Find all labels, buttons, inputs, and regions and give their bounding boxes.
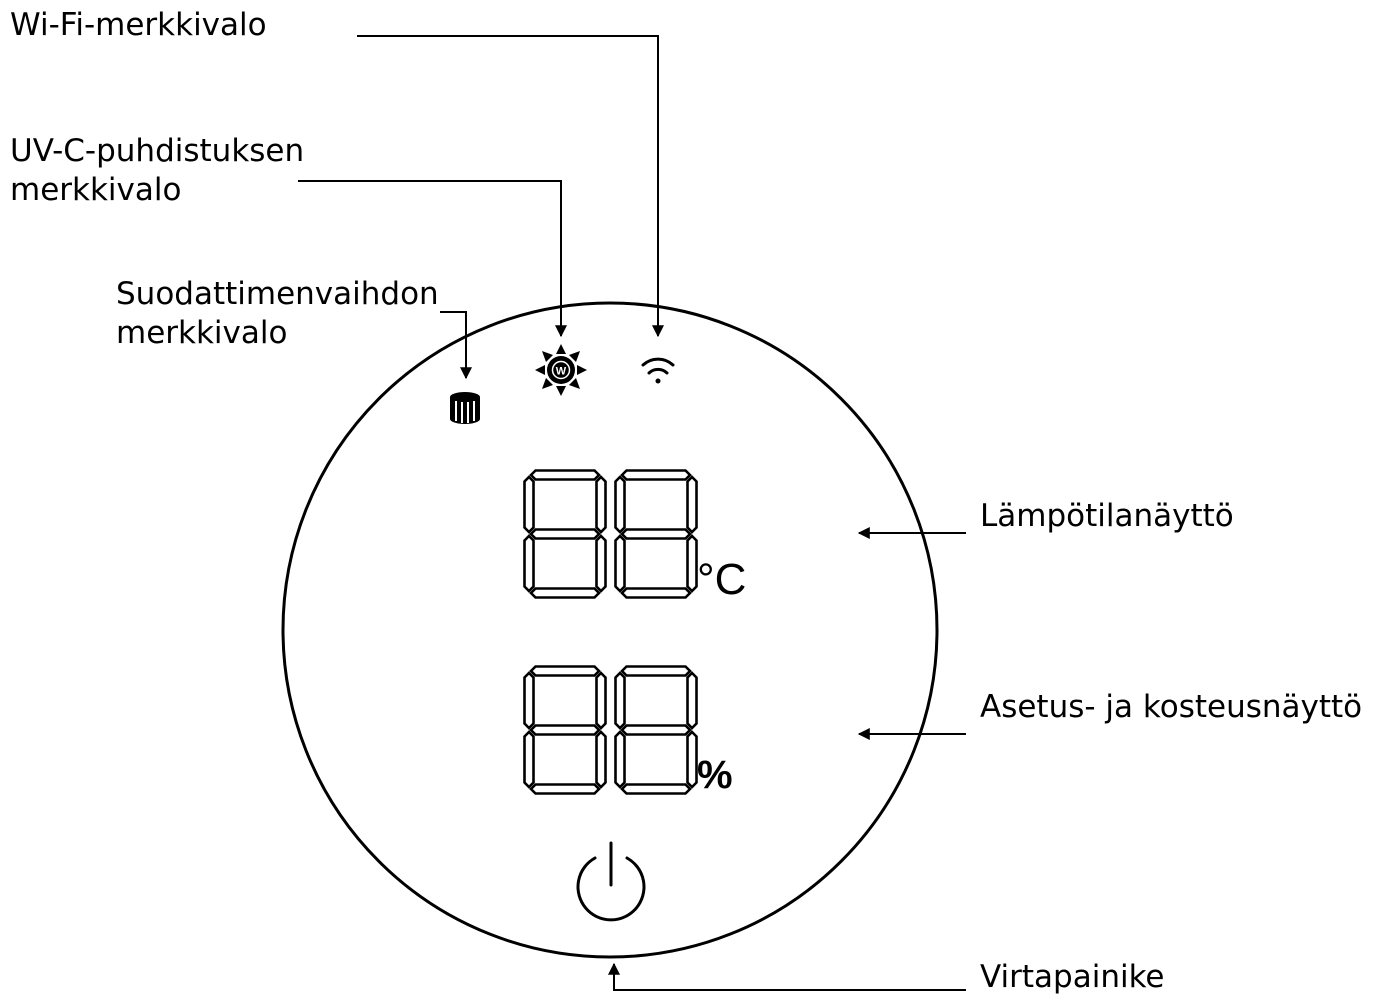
uvc-sun-icon: W — [535, 344, 587, 396]
filter-leader-arrow — [440, 311, 472, 380]
wifi-icon — [641, 357, 675, 384]
leader-lines — [298, 35, 966, 991]
digit-segment-d — [529, 783, 601, 795]
temperature-unit: °C — [697, 555, 746, 604]
filter-label-line2: merkkivalo — [116, 315, 288, 351]
filter-cylinder-icon — [450, 392, 480, 424]
uvc-leader-arrow — [298, 180, 567, 338]
digit-segment-e — [523, 730, 535, 789]
uvc-label-line1: UV-C-puhdistuksen — [10, 133, 305, 169]
power-leader-arrow — [608, 962, 966, 991]
temperature-label: Lämpötilanäyttö — [980, 497, 1234, 536]
digit-segment-b — [686, 671, 698, 730]
humidity-display — [523, 665, 698, 795]
digit-segment-f — [614, 671, 626, 730]
uvc-label-line2: merkkivalo — [10, 172, 182, 208]
digit-segment-e — [614, 730, 626, 789]
digit-segment-a — [620, 469, 692, 481]
digit-segment-c — [686, 534, 698, 593]
temperature-display — [523, 469, 698, 599]
digit-segment-b — [595, 475, 607, 534]
digit-segment-g — [529, 724, 601, 736]
setting-humidity-label: Asetus- ja kosteusnäyttö — [980, 688, 1362, 727]
seven-segment-digit — [614, 665, 698, 795]
wifi-label: Wi-Fi-merkkivalo — [10, 6, 267, 45]
digit-segment-e — [523, 534, 535, 593]
digit-segment-e — [614, 534, 626, 593]
setting-humidity-label-text: Asetus- ja kosteusnäyttö — [980, 689, 1363, 725]
digit-segment-d — [529, 587, 601, 599]
digit-segment-f — [523, 475, 535, 534]
seven-segment-digit — [614, 469, 698, 599]
seven-segment-digit — [523, 665, 607, 795]
digit-segment-c — [595, 730, 607, 789]
digit-segment-a — [529, 665, 601, 677]
wifi-label-text: Wi-Fi-merkkivalo — [10, 7, 267, 43]
digit-segment-d — [620, 587, 692, 599]
digit-segment-f — [523, 671, 535, 730]
digit-segment-b — [595, 671, 607, 730]
digit-segment-a — [620, 665, 692, 677]
power-icon[interactable] — [576, 841, 646, 922]
digit-segment-c — [686, 730, 698, 789]
digit-segment-b — [686, 475, 698, 534]
digit-segment-g — [620, 528, 692, 540]
uvc-icon-letter: W — [556, 366, 567, 378]
digit-segment-d — [620, 783, 692, 795]
temperature-label-text: Lämpötilanäyttö — [980, 498, 1234, 534]
digit-segment-c — [595, 534, 607, 593]
digit-segment-g — [620, 724, 692, 736]
panel-circle — [281, 301, 939, 959]
digit-segment-g — [529, 528, 601, 540]
power-label-text: Virtapainike — [980, 959, 1165, 995]
filter-label-line1: Suodattimenvaihdon — [116, 276, 439, 312]
digit-segment-a — [529, 469, 601, 481]
humidity-unit: % — [697, 753, 733, 797]
filter-label: Suodattimenvaihdon merkkivalo — [116, 275, 439, 353]
seven-segment-digit — [523, 469, 607, 599]
power-label: Virtapainike — [980, 958, 1165, 997]
wifi-leader-arrow — [357, 35, 664, 338]
digit-segment-f — [614, 475, 626, 534]
uvc-label: UV-C-puhdistuksen merkkivalo — [10, 132, 304, 210]
